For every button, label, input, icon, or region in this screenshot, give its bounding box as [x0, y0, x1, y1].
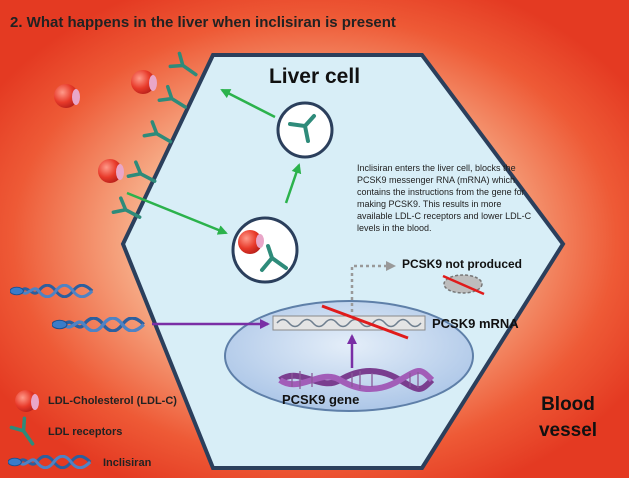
arrow-receptor-recycle — [220, 88, 276, 119]
pcsk9-crossed — [442, 274, 485, 296]
arrow-ldl-uptake — [126, 191, 228, 235]
mrna-block-line — [321, 304, 409, 340]
pcsk9-not-produced-label: PCSK9 not produced — [402, 257, 523, 271]
pcsk9-mrna-label: PCSK9 mRNA — [432, 316, 519, 331]
upper-vesicle — [276, 101, 334, 159]
ldl-particles — [54, 70, 157, 183]
arrow-not-produced — [350, 261, 396, 312]
liver-cell-title: Liver cell — [268, 65, 361, 88]
diagram-title: 2. What happens in the liver when inclis… — [10, 14, 396, 31]
legend-ldl-c: LDL-Cholesterol (LDL-C) — [48, 395, 177, 407]
blood-vessel-label: Blood vessel — [520, 392, 616, 444]
description-text: Inclisiran enters the liver cell, blocks… — [357, 163, 532, 233]
legend-icons — [8, 390, 92, 469]
pcsk9-gene-label: PCSK9 gene — [282, 392, 360, 407]
blood-vessel-line2: vessel — [538, 420, 598, 441]
legend-ldl-receptors: LDL receptors — [48, 426, 123, 438]
lower-vesicle — [231, 216, 299, 284]
inclisiran-molecules — [10, 284, 146, 332]
blood-vessel-line1: Blood — [541, 394, 595, 415]
mrna-strand — [272, 304, 426, 340]
legend-inclisiran: Inclisiran — [103, 457, 152, 469]
pcsk9-gene-helix — [278, 368, 435, 392]
arrow-vesicle-up — [284, 163, 302, 204]
